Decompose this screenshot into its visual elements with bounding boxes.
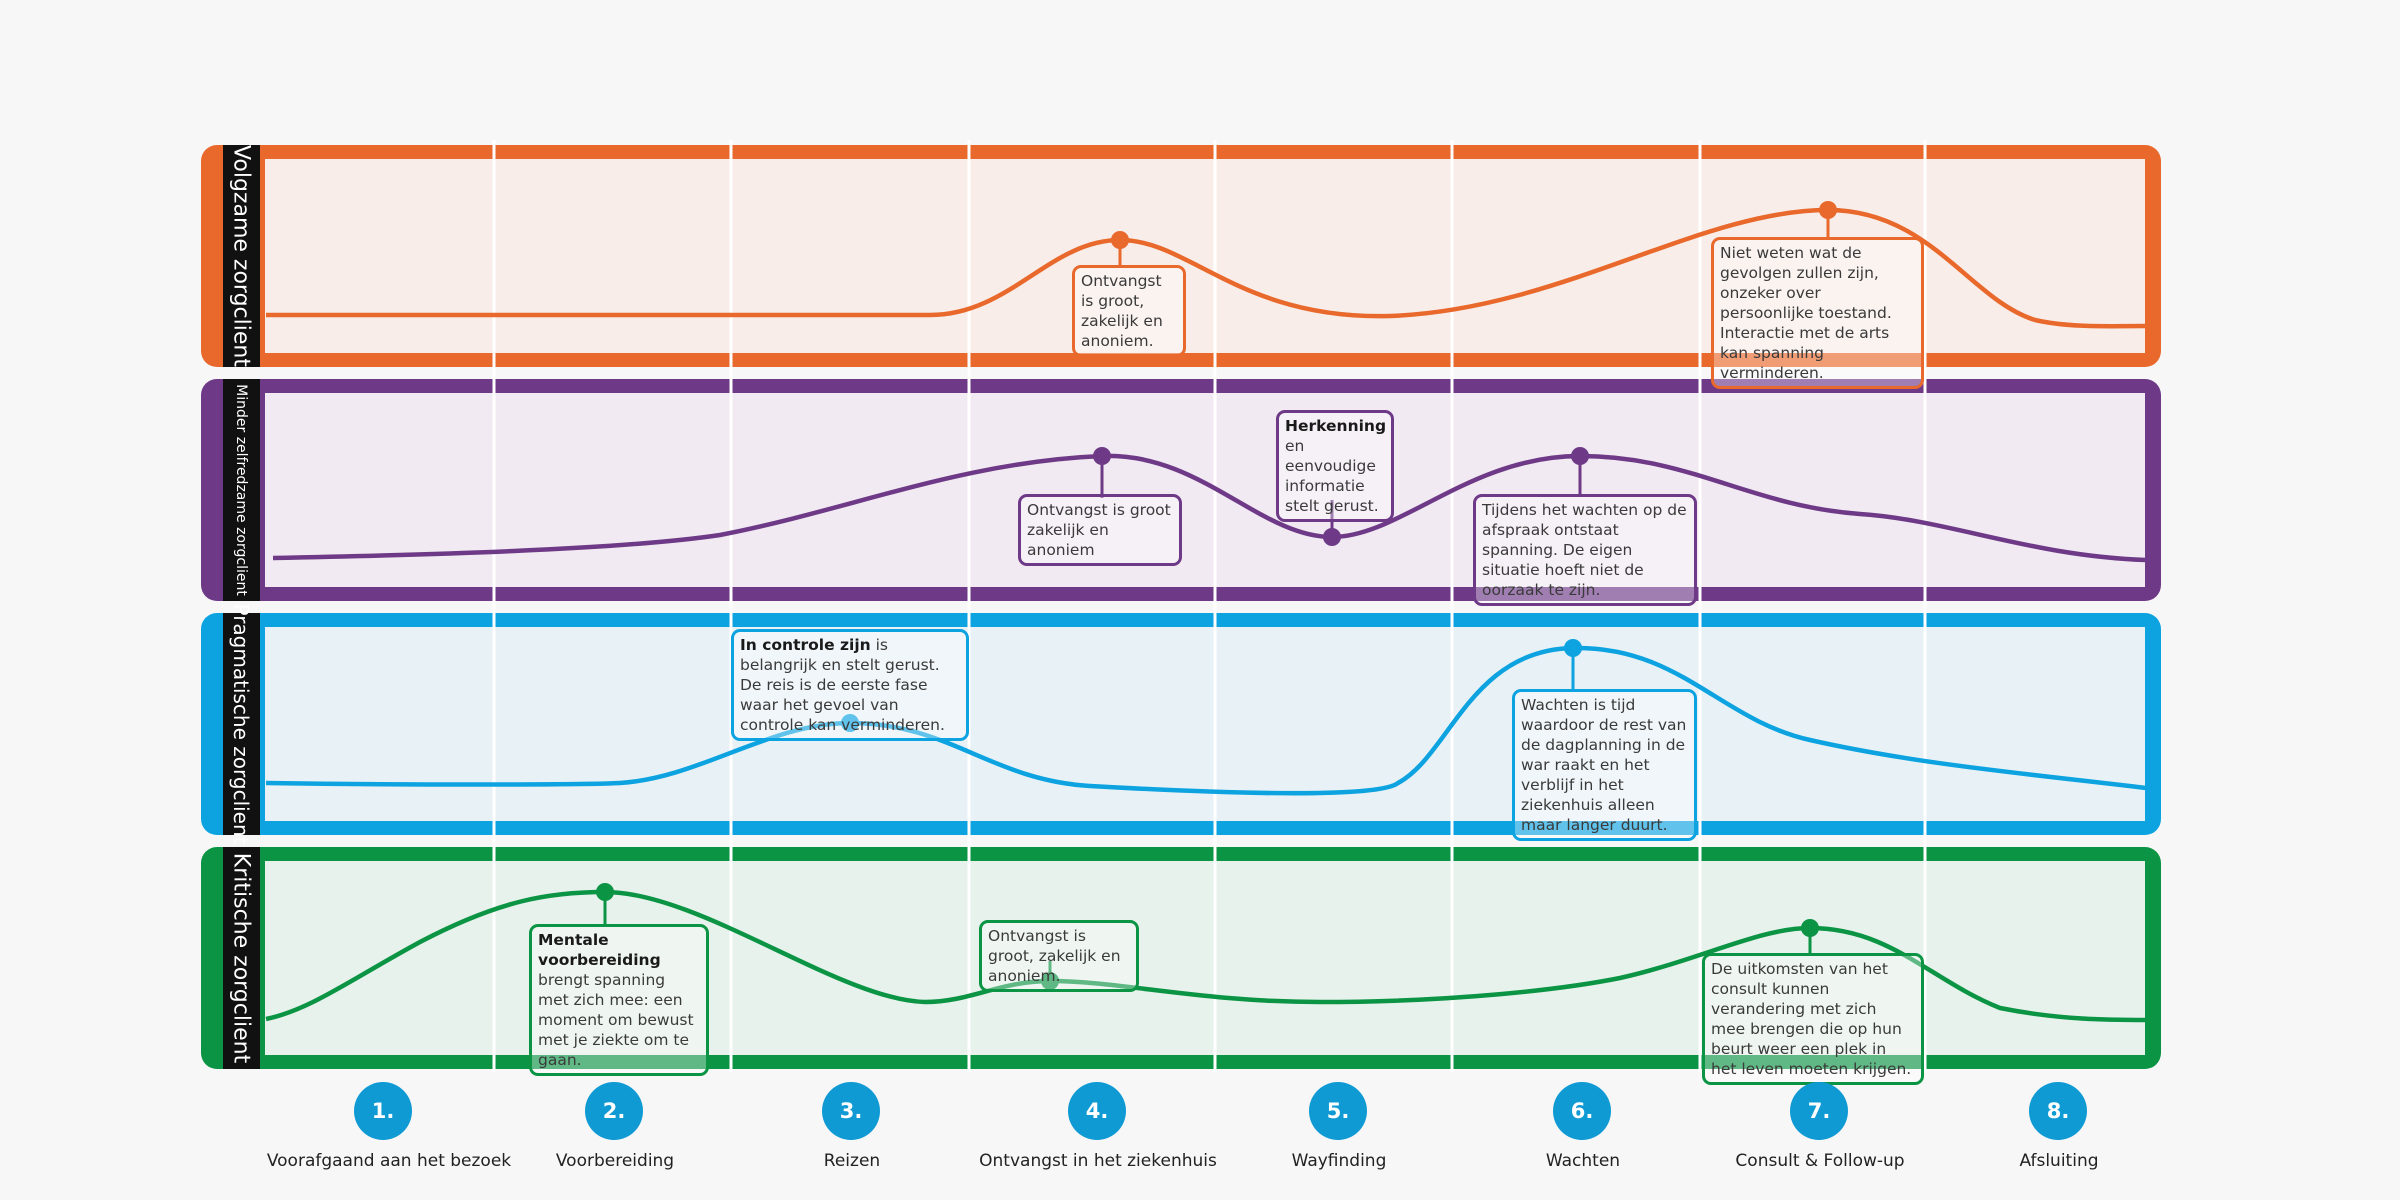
phase-label-2: Voorbereiding xyxy=(555,1151,675,1171)
note-text: Ontvangst is groot zakelijk en anoniem xyxy=(1027,501,1171,559)
phase-number-3: 3. xyxy=(822,1082,880,1140)
note-text: brengt spanning met zich mee: een moment… xyxy=(538,971,694,1069)
note-consult-volgzame: Niet weten wat de gevolgen zullen zijn, … xyxy=(1711,237,1924,389)
lane-background xyxy=(265,393,2145,587)
phase-number-2: 2. xyxy=(585,1082,643,1140)
lane-background xyxy=(265,159,2145,353)
note-text: Ontvangst is groot, zakelijk en anoniem. xyxy=(1081,272,1163,350)
phase-number-4: 4. xyxy=(1068,1082,1126,1140)
phase-number-5: 5. xyxy=(1309,1082,1367,1140)
note-ontvangst-minder: Ontvangst is groot zakelijk en anoniem xyxy=(1018,494,1182,566)
phase-number-7: 7. xyxy=(1790,1082,1848,1140)
note-text: is belangrijk en stelt gerust. De reis i… xyxy=(740,636,945,734)
phase-label-4: Ontvangst in het ziekenhuis xyxy=(979,1151,1217,1171)
lane-label-bar xyxy=(223,613,260,835)
note-text: Niet weten wat de gevolgen zullen zijn, … xyxy=(1720,244,1892,382)
note-uitkomsten: De uitkomsten van het consult kunnen ver… xyxy=(1702,953,1924,1085)
persona-label-volgzame: Volgzame zorgclient xyxy=(228,145,254,367)
phase-label-5: Wayfinding xyxy=(1291,1151,1387,1171)
phase-label-6: Wachten xyxy=(1545,1151,1621,1171)
lane-label-bar xyxy=(223,145,260,367)
note-mentale-voorbereiding: Mentale voorbereiding brengt spanning me… xyxy=(529,924,709,1076)
persona-label-minder-zelfredzame: Minder zelfredzame zorgclient xyxy=(233,384,249,596)
phase-label-3: Reizen xyxy=(823,1151,881,1171)
note-lead: Mentale voorbereiding xyxy=(538,931,661,969)
note-lead: Herkenning xyxy=(1285,417,1387,435)
curve-minder-zelfredzame xyxy=(272,453,2147,563)
note-lead: In controle zijn xyxy=(740,636,871,654)
curve-pragmatische xyxy=(265,645,2147,796)
peak-markers xyxy=(596,201,1837,990)
phase-number-8: 8. xyxy=(2029,1082,2087,1140)
phase-number-6: 6. xyxy=(1553,1082,1611,1140)
note-text: De uitkomsten van het consult kunnen ver… xyxy=(1711,960,1912,1078)
note-text: en eenvoudige informatie stelt gerust. xyxy=(1285,437,1379,515)
curve-volgzame xyxy=(266,207,2147,329)
lane-label-bar xyxy=(223,847,260,1069)
lane-minder-zelfredzame xyxy=(201,379,2161,601)
note-text: Ontvangst is groot, zakelijk en anoniem. xyxy=(988,927,1121,985)
phase-label-1: Voorafgaand aan het bezoek xyxy=(266,1151,512,1171)
persona-label-pragmatische: Pragmatische zorgclient xyxy=(229,603,253,845)
lane-background xyxy=(265,627,2145,821)
note-ontvangst-volgzame: Ontvangst is groot, zakelijk en anoniem. xyxy=(1072,265,1186,357)
phase-label-7: Consult & Follow-up xyxy=(1735,1151,1905,1171)
note-text: Tijdens het wachten op de afspraak ontst… xyxy=(1482,501,1687,599)
phase-number-1: 1. xyxy=(354,1082,412,1140)
phase-label-8: Afsluiting xyxy=(2019,1151,2099,1171)
note-wachten-minder: Tijdens het wachten op de afspraak ontst… xyxy=(1473,494,1697,606)
curve-kritische xyxy=(265,889,2147,1023)
note-wachten-pragmatisch: Wachten is tijd waardoor de rest van de … xyxy=(1512,689,1697,841)
persona-label-kritische: Kritische zorgclient xyxy=(228,852,254,1064)
phase-dividers xyxy=(492,140,1927,1072)
note-ontvangst-kritisch: Ontvangst is groot, zakelijk en anoniem. xyxy=(979,920,1139,992)
note-herkenning: Herkenning en eenvoudige informatie stel… xyxy=(1276,410,1394,522)
note-in-controle: In controle zijn is belangrijk en stelt … xyxy=(731,629,969,741)
lane-label-bar xyxy=(223,379,260,601)
note-text: Wachten is tijd waardoor de rest van de … xyxy=(1521,696,1687,834)
